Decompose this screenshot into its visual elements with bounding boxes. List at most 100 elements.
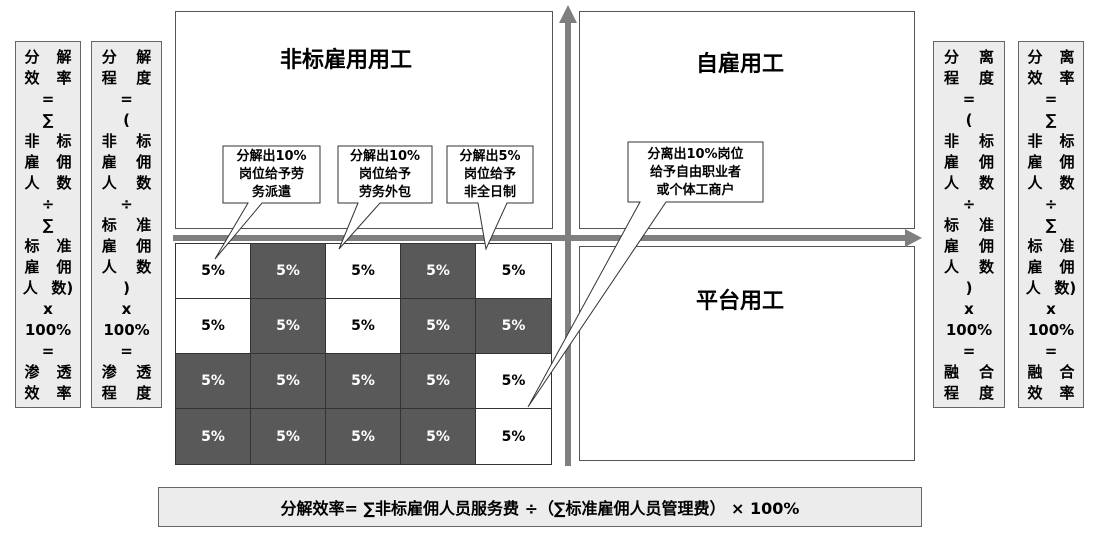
side-panel-row: 100%: [92, 320, 161, 340]
side-panel-glyph: 标: [1059, 132, 1075, 150]
side-panel-glyph: 标: [56, 132, 72, 150]
callout-4-text: 分离出10%岗位给予自由职业者或个体工商户: [628, 146, 763, 200]
side-panel-row: 渗透: [92, 362, 161, 382]
side-panel-row: ÷: [92, 194, 161, 214]
side-panel-glyph: 程: [101, 384, 117, 402]
side-panel-row: 程度: [934, 68, 1004, 88]
side-panel-glyph: 人: [943, 174, 959, 192]
side-panel-row: 人数: [934, 257, 1004, 277]
side-panel-glyph: 离: [978, 48, 994, 66]
grid-cell: 5%: [175, 353, 251, 409]
side-panel-glyph: 离: [1059, 48, 1075, 66]
side-panel-row: =: [16, 89, 80, 109]
side-panel-glyph: x: [43, 300, 53, 318]
side-panel-glyph: 度: [978, 384, 994, 402]
side-panel-glyph: =: [962, 90, 976, 108]
side-panel-glyph: x: [1046, 300, 1056, 318]
side-panel-glyph: 准: [136, 216, 152, 234]
side-panel-row: x: [1019, 299, 1083, 319]
side-panel-row: 标准: [16, 236, 80, 256]
side-panel-row: 程度: [92, 68, 161, 88]
side-panel-glyph: =: [1044, 342, 1058, 360]
side-panel-glyph: 佣: [136, 153, 152, 171]
side-panel-row: =: [1019, 89, 1083, 109]
side-panel-glyph: 分: [101, 48, 117, 66]
side-panel-glyph: 透: [136, 363, 152, 381]
side-panel-row: =: [92, 89, 161, 109]
side-panel-row: ÷: [1019, 194, 1083, 214]
side-panel-glyph: 人: [1027, 174, 1043, 192]
side-panel-glyph: ∑: [42, 111, 54, 129]
side-panel-row: 融合: [934, 362, 1004, 382]
side-panel-glyph: 分: [1027, 48, 1043, 66]
side-panel-row: 雇佣: [16, 152, 80, 172]
side-panel-row: x: [16, 299, 80, 319]
side-panel-row: (: [934, 110, 1004, 130]
side-panel-glyph: 解: [56, 48, 72, 66]
side-panel-row: 雇佣: [1019, 257, 1083, 277]
callout-line: 非全日制: [463, 185, 516, 200]
grid-cell: 5%: [175, 243, 251, 299]
side-panel-row: 效率: [16, 68, 80, 88]
side-panel-row: 雇佣: [934, 236, 1004, 256]
side-panel-row: 效率: [1019, 383, 1083, 403]
side-panel-glyph: 雇: [24, 153, 40, 171]
side-panel-glyph: 雇: [1027, 258, 1043, 276]
grid-cell: 5%: [250, 408, 326, 465]
side-panel-glyph: =: [1044, 90, 1058, 108]
side-panel-row: 人数: [934, 173, 1004, 193]
side-panel-glyph: 准: [978, 216, 994, 234]
side-panel-glyph: x: [121, 300, 132, 318]
side-panel-glyph: 雇: [101, 237, 117, 255]
side-panel-glyph: 标: [1027, 237, 1043, 255]
callout-line: 分解出10%: [236, 149, 307, 164]
side-panel-glyph: 100%: [1027, 321, 1075, 339]
side-panel-glyph: ∑: [1045, 111, 1057, 129]
side-panel-row: 人数): [16, 278, 80, 298]
callout-line: 给予自由职业者: [649, 165, 741, 180]
side-panel-row: 100%: [16, 320, 80, 340]
side-panel-glyph: 程: [101, 69, 117, 87]
side-panel-glyph: 数): [1054, 279, 1077, 297]
side-panel-row: ÷: [16, 194, 80, 214]
side-panel-glyph: 佣: [978, 153, 994, 171]
side-panel-row: 雇佣: [16, 257, 80, 277]
side-panel-glyph: 率: [1059, 384, 1075, 402]
side-panel-glyph: 数: [136, 174, 152, 192]
side-panel-glyph: ): [965, 279, 973, 297]
side-panel-row: ∑: [16, 215, 80, 235]
side-panel-glyph: ÷: [1044, 195, 1058, 213]
grid-cell: 5%: [400, 408, 476, 465]
side-panel-row: ÷: [934, 194, 1004, 214]
side-panel-row: x: [934, 299, 1004, 319]
side-panel-row: 效率: [16, 383, 80, 403]
side-panel-glyph: 标: [101, 216, 117, 234]
callout-3-text: 分解出5%岗位给予非全日制: [447, 148, 533, 202]
side-panel-glyph: 标: [978, 132, 994, 150]
callout-line: 务派遣: [251, 185, 291, 200]
side-panel-glyph: ∑: [1045, 216, 1057, 234]
side-panel-row: 非标: [934, 131, 1004, 151]
callout-4-shape: [527, 141, 764, 408]
side-panel-row: 雇佣: [92, 152, 161, 172]
side-panel-glyph: 准: [1059, 237, 1075, 255]
side-panel-glyph: x: [964, 300, 974, 318]
side-panel-glyph: 佣: [136, 237, 152, 255]
side-panel-glyph: 数: [136, 258, 152, 276]
side-panel-row: 非标: [16, 131, 80, 151]
side-panel-row: 融合: [1019, 362, 1083, 382]
side-panel-glyph: =: [120, 342, 133, 360]
callout-line: 岗位给予劳: [238, 167, 304, 182]
grid-cell: 5%: [250, 298, 326, 354]
side-panel-glyph: 人: [101, 258, 117, 276]
side-panel-glyph: =: [41, 342, 55, 360]
side-panel-row: 100%: [934, 320, 1004, 340]
side-panel-glyph: 度: [978, 69, 994, 87]
side-panel-glyph: ÷: [962, 195, 976, 213]
side-panel-glyph: 非: [943, 132, 959, 150]
side-panel-row: 雇佣: [92, 236, 161, 256]
side-panel-glyph: 佣: [56, 153, 72, 171]
side-panel-glyph: 100%: [945, 321, 993, 339]
side-panel-row: 效率: [1019, 68, 1083, 88]
